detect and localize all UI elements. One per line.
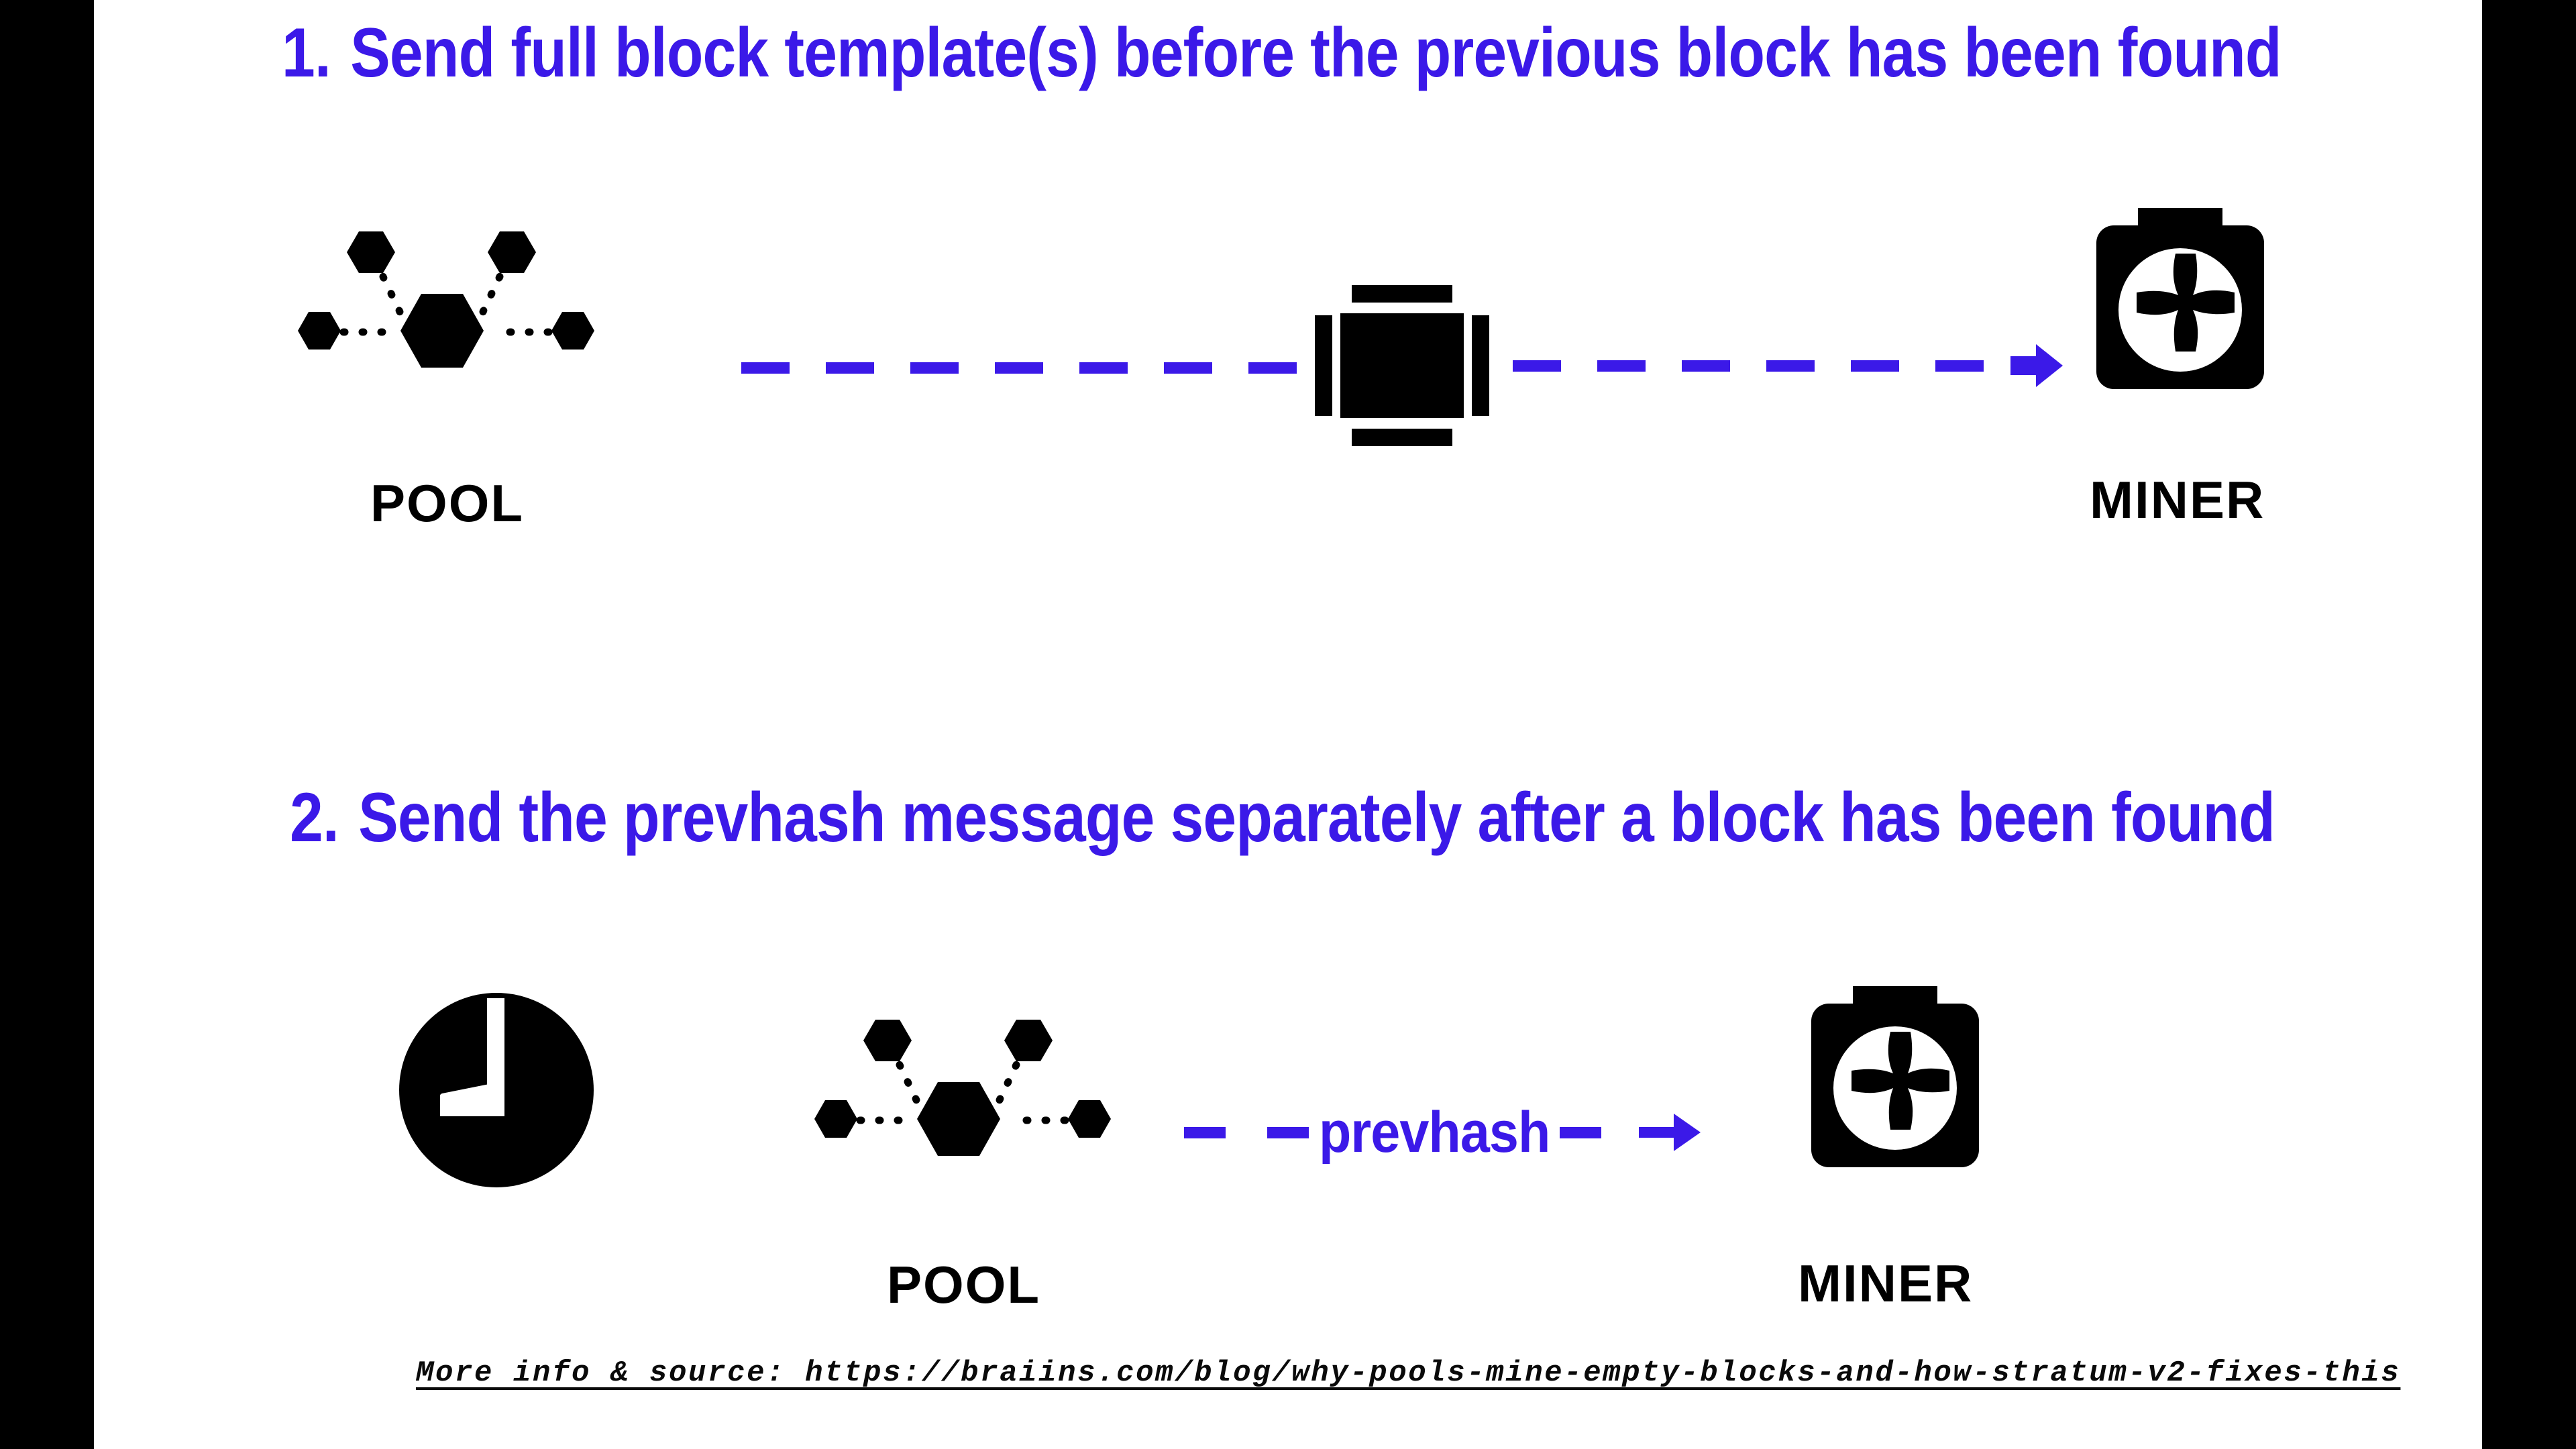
- miner-label-2: MINER: [1798, 1254, 1974, 1313]
- arrow-head-2: [1639, 1108, 1701, 1157]
- clock-icon-svg: [399, 993, 594, 1187]
- connector-1-left: [741, 362, 1298, 374]
- arrow-head-2-svg: [1639, 1114, 1701, 1151]
- letterbox-right: [2482, 0, 2576, 1449]
- miner-asic-svg-2: [1811, 986, 1979, 1167]
- miner-asic-icon-2: [1811, 986, 1979, 1167]
- connector-2-label: prevhash: [1318, 1100, 1550, 1165]
- block-icon-svg: [1315, 285, 1489, 446]
- pool-label-1: POOL: [370, 474, 525, 533]
- section-2-number: 2.: [290, 779, 339, 857]
- block-icon: [1315, 285, 1489, 446]
- pool-network-icon: [295, 201, 604, 376]
- section-2-heading: 2.Send the prevhash message separately a…: [290, 778, 2275, 858]
- connector-2-dash-3: [1560, 1126, 1602, 1138]
- section-1-number: 1.: [282, 14, 331, 92]
- pool-label-2: POOL: [887, 1255, 1041, 1314]
- connector-1-left-svg: [741, 362, 1297, 374]
- connector-1-right-svg: [1513, 344, 2063, 387]
- arrow-head-1: [2010, 344, 2063, 387]
- pool-network-icon-2: [812, 989, 1120, 1164]
- miner-asic-svg-1: [2096, 208, 2264, 389]
- pool-network-svg-2: [814, 1020, 1111, 1156]
- source-link[interactable]: More info & source: https://braiins.com/…: [416, 1356, 2401, 1390]
- letterbox-left: [0, 0, 94, 1449]
- section-1-heading: 1.Send full block template(s) before the…: [282, 13, 2282, 93]
- slide-canvas: 1.Send full block template(s) before the…: [94, 0, 2482, 1449]
- connector-2: prevhash: [1184, 1092, 1701, 1173]
- miner-asic-icon-1: [2096, 208, 2264, 389]
- connector-2-dash-1: [1184, 1126, 1226, 1138]
- section-2-heading-text: Send the prevhash message separately aft…: [358, 779, 2275, 857]
- section-1-heading-text: Send full block template(s) before the p…: [350, 14, 2282, 92]
- connector-2-dash-2: [1267, 1126, 1309, 1138]
- miner-label-1: MINER: [2090, 470, 2265, 529]
- pool-network-svg: [298, 231, 594, 368]
- connector-1-right: [1513, 332, 2063, 399]
- clock-icon: [399, 993, 594, 1187]
